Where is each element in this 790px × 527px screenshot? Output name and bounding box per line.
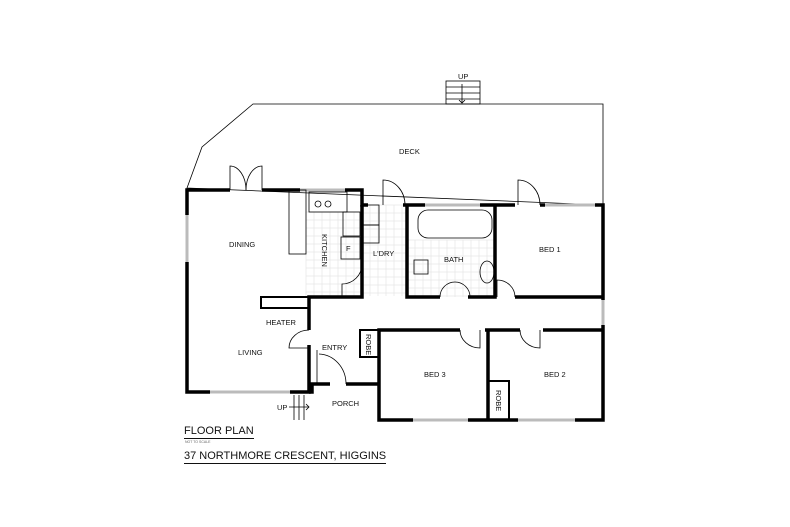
- room-label-bed2: BED 2: [544, 370, 566, 379]
- room-label-entry: ENTRY: [322, 343, 347, 352]
- room-label-bath: BATH: [444, 255, 463, 264]
- room-label-porch: PORCH: [332, 399, 359, 408]
- scale-note: NOT TO SCALE: [185, 440, 211, 444]
- doors: [229, 165, 541, 385]
- room-label-heater: HEATER: [266, 318, 296, 327]
- room-label-laundry: L'DRY: [373, 249, 394, 258]
- floor-tiles: [305, 204, 496, 297]
- fridge-label: F: [346, 244, 351, 253]
- room-label-dining: DINING: [229, 240, 255, 249]
- fixtures: [288, 189, 495, 420]
- windows: [185, 188, 605, 422]
- room-label-deck: DECK: [399, 147, 420, 156]
- room-label-robe-bed2: ROBE: [494, 390, 503, 411]
- room-label-bed3: BED 3: [424, 370, 446, 379]
- deck-outline: [186, 103, 604, 206]
- property-address: 37 NORTHMORE CRESCENT, HIGGINS: [184, 450, 387, 464]
- deck-stairs: [445, 80, 481, 105]
- walls: [185, 188, 605, 422]
- room-label-robe-bed3: ROBE: [364, 334, 373, 355]
- room-label-bed1: BED 1: [539, 245, 561, 254]
- porch-stairs-up-label: UP: [277, 403, 287, 412]
- plan-title: FLOOR PLAN: [184, 425, 254, 439]
- stairs-up-label: UP: [458, 72, 468, 81]
- room-label-living: LIVING: [238, 348, 263, 357]
- room-label-kitchen: KITCHEN: [320, 234, 329, 267]
